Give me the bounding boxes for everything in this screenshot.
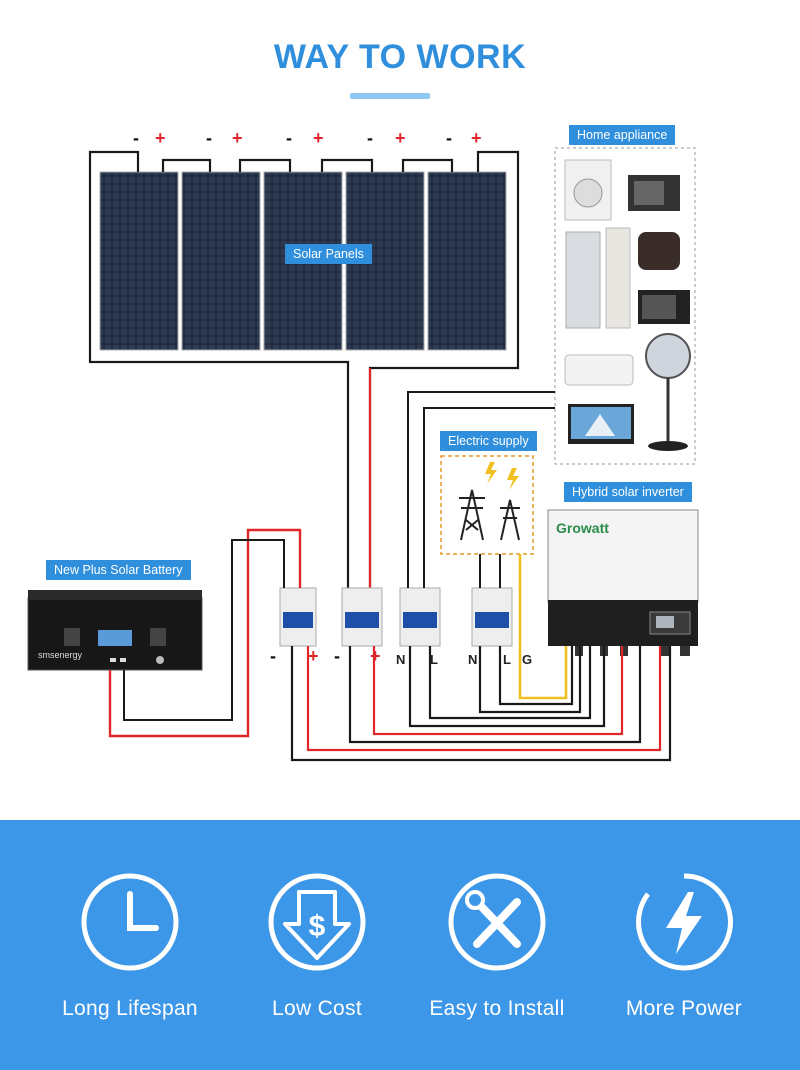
- panel-plus-label: +: [232, 128, 243, 148]
- battery-brand: smsenergy: [38, 650, 83, 660]
- lightning-bolt-icon: [507, 468, 519, 490]
- panel-minus-label: -: [206, 128, 212, 148]
- title-underline: [350, 93, 430, 99]
- dollar-down-icon: $: [268, 873, 366, 971]
- rice-cooker-icon: [638, 232, 680, 270]
- panel-plus-label: +: [155, 128, 166, 148]
- terminal-label: -: [270, 646, 276, 666]
- feature-label: Long Lifespan: [62, 997, 198, 1020]
- clock-icon: [81, 873, 179, 971]
- panel-minus-label: -: [286, 128, 292, 148]
- power-tower-icon: [459, 489, 520, 541]
- feature-label: Easy to Install: [429, 997, 565, 1020]
- page-title: WAY TO WORK: [273, 38, 527, 76]
- air-tower-icon: [605, 227, 631, 329]
- air-conditioner-icon: [564, 354, 634, 386]
- lightning-bolt-icon: [485, 462, 497, 484]
- terminal-label: G: [522, 652, 533, 667]
- features-banner: Long Lifespan $ Low Cost Easy to Install…: [0, 820, 800, 1070]
- breaker: [279, 587, 317, 647]
- feature-easy-install: Easy to Install: [407, 870, 587, 1021]
- panel-plus-label: +: [471, 128, 482, 148]
- solar-panel: [181, 171, 261, 351]
- hybrid-inverter-label: Hybrid solar inverter: [564, 482, 692, 502]
- tools-icon: [448, 873, 546, 971]
- terminal-label: N: [468, 652, 478, 667]
- breaker: [341, 587, 383, 647]
- solar-panel: [99, 171, 179, 351]
- svg-text:$: $: [309, 910, 326, 943]
- panel-minus-label: -: [133, 128, 139, 148]
- inverter-brand: Growatt: [556, 520, 609, 536]
- panel-plus-label: +: [395, 128, 406, 148]
- terminal-label: L: [503, 652, 511, 667]
- feature-long-lifespan: Long Lifespan: [40, 870, 220, 1021]
- feature-label: More Power: [625, 997, 743, 1020]
- lightning-icon: [636, 873, 733, 971]
- solar-panels-label: Solar Panels: [285, 244, 372, 264]
- feature-more-power: More Power: [594, 870, 774, 1021]
- terminal-label: +: [370, 646, 381, 666]
- feature-low-cost: $ Low Cost: [227, 870, 407, 1021]
- terminal-label: L: [430, 652, 438, 667]
- panel-plus-label: +: [313, 128, 324, 148]
- fridge-icon: [565, 231, 601, 329]
- wiring-diagram: [27, 147, 699, 762]
- hybrid-inverter: [547, 509, 699, 656]
- panel-minus-label: -: [367, 128, 373, 148]
- solar-panel: [427, 171, 507, 351]
- fan-icon: [645, 333, 691, 379]
- battery-label: New Plus Solar Battery: [46, 560, 191, 580]
- feature-label: Low Cost: [272, 997, 362, 1020]
- breaker: [471, 587, 513, 647]
- panel-minus-label: -: [446, 128, 452, 148]
- breaker-group: [279, 587, 513, 647]
- terminal-label: +: [308, 646, 319, 666]
- breaker: [399, 587, 441, 647]
- electric-supply-label: Electric supply: [440, 431, 537, 451]
- home-appliance-label: Home appliance: [569, 125, 676, 145]
- solar-battery: [27, 590, 203, 671]
- terminal-label: -: [334, 646, 340, 666]
- appliance-icons: [564, 159, 691, 451]
- terminal-label: N: [396, 652, 406, 667]
